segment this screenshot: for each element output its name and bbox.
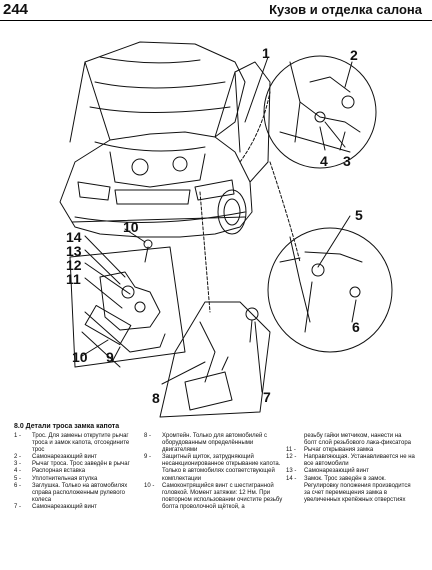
- legend-item: 14 -Замок. Трос заведён в замок. Регулир…: [286, 475, 411, 503]
- legend-item: 10 -Самоконтрящийся винт с шестигранной …: [144, 482, 283, 510]
- callout-4: 4: [320, 153, 328, 169]
- legend-item: 7 -Самонарезающий винт: [14, 503, 97, 510]
- legend-item: резьбу гайки метчиком, нанести на болт с…: [304, 433, 411, 447]
- figure-caption: 8.0 Детали троса замка капота: [14, 423, 120, 430]
- callout-1: 1: [262, 45, 270, 61]
- legend-item: 8 -Хромтейн. Только для автомобилей с об…: [144, 433, 267, 454]
- callout-10-upper: 10: [123, 219, 139, 235]
- running-title: Кузов и отделка салона: [269, 2, 422, 17]
- callout-12: 12: [66, 257, 82, 273]
- legend-item: 12 -Направляющая. Устанавливается не на …: [286, 454, 415, 468]
- callout-11: 11: [66, 271, 81, 287]
- page-number: 244: [3, 1, 29, 18]
- legend-item: 1 -Трос. Для замены открутите рычаг трос…: [14, 433, 130, 454]
- header-rule: [0, 20, 432, 21]
- page-header: 244 Кузов и отделка салона: [0, 0, 432, 22]
- callout-9: 9: [106, 349, 114, 365]
- callout-13: 13: [66, 243, 82, 259]
- legend-item: 2 -Самонарезающий винт: [14, 454, 97, 461]
- legend-column-1: 1 -Трос. Для замены открутите рычаг трос…: [14, 433, 142, 511]
- callout-10-lower: 10: [72, 349, 88, 365]
- hood-cable-illustration: 1 2 3 4 5 6 7 8 9 10 14 13 12 11 10: [59, 41, 393, 418]
- callout-5: 5: [355, 207, 363, 223]
- legend-item: 4 -Распорная вставка: [14, 468, 86, 475]
- legend-item: 5 -Уплотнительная втулка: [14, 475, 98, 482]
- legend-item: 11 -Рычаг открывания замка: [286, 447, 374, 454]
- callout-8: 8: [152, 390, 160, 406]
- legend-item: 6 -Заглушка. Только на автомобилях справ…: [14, 482, 128, 503]
- callout-14: 14: [66, 229, 82, 245]
- legend-column-2: 8 -Хромтейн. Только для автомобилей с об…: [144, 433, 284, 511]
- callout-2: 2: [350, 47, 358, 63]
- legend-item: 13 -Самонарезающий винт: [286, 468, 369, 475]
- callout-7: 7: [263, 389, 271, 405]
- callout-6: 6: [352, 319, 360, 335]
- legend-column-3: резьбу гайки метчиком, нанести на болт с…: [286, 433, 416, 504]
- legend-item: 3 -Рычаг троса. Трос заведён в рычаг: [14, 461, 130, 468]
- callout-3: 3: [343, 153, 351, 169]
- legend-item: 9 -Защитный щиток, затрудняющий несанкци…: [144, 454, 281, 482]
